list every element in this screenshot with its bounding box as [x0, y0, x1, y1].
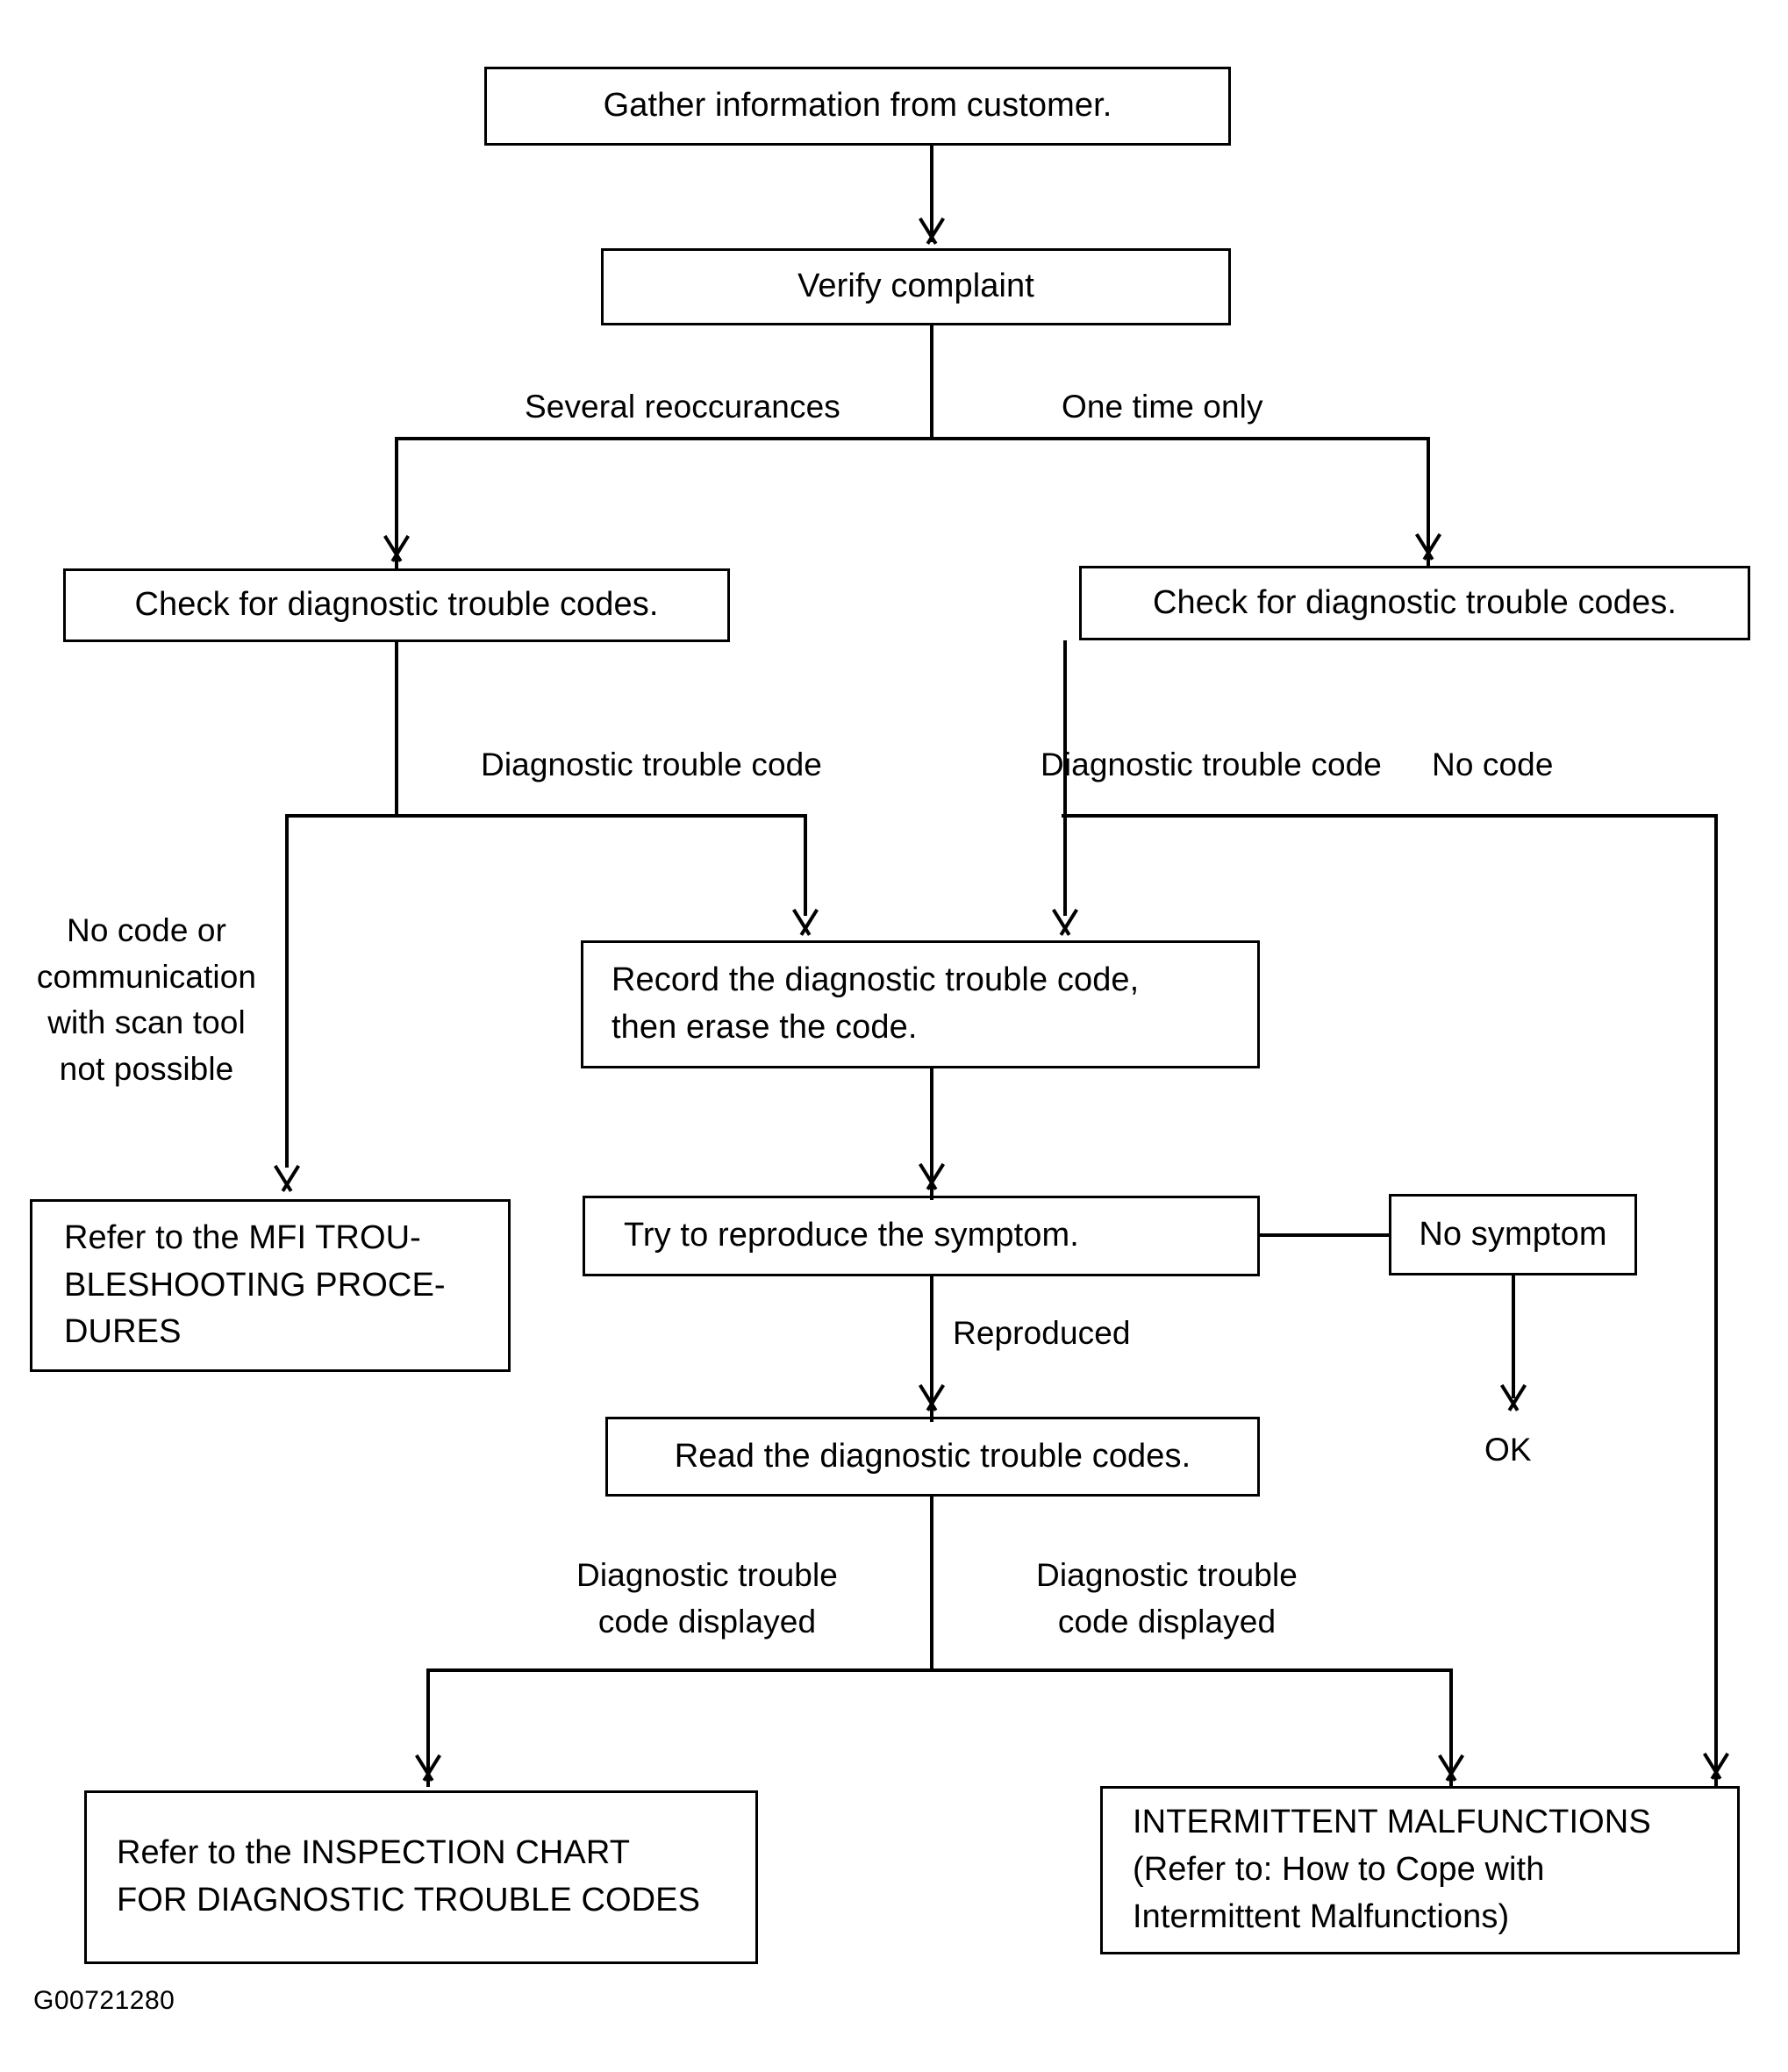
node-no-symptom-label: No symptom [1419, 1215, 1607, 1253]
node-mfi-troubleshooting: Refer to the MFI TROU- BLESHOOTING PROCE… [30, 1199, 511, 1372]
connector-bottom-bus [426, 1668, 1453, 1672]
connector-bottom-bus-left-leg [426, 1668, 430, 1787]
arrowhead-reproduce-to-read [917, 1386, 947, 1412]
edge-label-reproduced: Reproduced [953, 1315, 1131, 1351]
connector-reproduce-to-no-symptom [1260, 1233, 1391, 1237]
connector-second-bus [285, 814, 807, 818]
connector-check-right-down [1063, 640, 1067, 916]
edge-label-several-reoccurances: Several reoccurances [525, 389, 840, 425]
node-intermittent-malfunctions-label: INTERMITTENT MALFUNCTIONS (Refer to: How… [1133, 1804, 1651, 1935]
connector-second-bus-right-leg [804, 814, 807, 916]
connector-bus-left-leg [395, 437, 398, 568]
node-check-codes-left-label: Check for diagnostic trouble codes. [134, 586, 659, 624]
edge-label-no-code: No code [1432, 747, 1554, 782]
node-read-codes-label: Read the diagnostic trouble codes. [674, 1437, 1191, 1475]
node-check-codes-right-label: Check for diagnostic trouble codes. [1152, 583, 1677, 621]
figure-id-caption: G00721280 [33, 1986, 175, 2015]
connector-no-symptom-down [1512, 1275, 1515, 1398]
node-inspection-chart-label: Refer to the INSPECTION CHART FOR DIAGNO… [117, 1834, 701, 1918]
connector-check-left-down [395, 642, 398, 818]
connector-verify-down [930, 325, 933, 440]
node-verify-complaint: Verify complaint [601, 248, 1231, 325]
arrowhead-to-mfi [272, 1167, 302, 1193]
node-gather-information-label: Gather information from customer. [603, 87, 1112, 125]
arrowhead-to-check-codes-right [1413, 535, 1443, 561]
arrowhead-to-inspection-chart [413, 1756, 443, 1783]
arrowhead-no-code-to-intermittent [1701, 1754, 1731, 1781]
edge-label-no-code-or-communication: No code or communication with scan tool … [36, 912, 257, 1087]
edge-label-ok: OK [1484, 1432, 1532, 1468]
connector-read-down [930, 1497, 933, 1672]
arrowhead-right-to-record [1050, 911, 1080, 937]
connector-gather-to-verify [930, 146, 933, 242]
connector-bus-right-leg [1427, 437, 1430, 566]
node-gather-information: Gather information from customer. [484, 67, 1231, 146]
edge-label-one-time-only: One time only [1062, 389, 1263, 425]
node-check-codes-right: Check for diagnostic trouble codes. [1079, 566, 1750, 640]
node-intermittent-malfunctions: INTERMITTENT MALFUNCTIONS (Refer to: How… [1100, 1786, 1740, 1954]
arrowhead-gather-to-verify [917, 219, 947, 246]
connector-second-bus-left-leg [285, 814, 289, 1168]
edge-label-dtc-left: Diagnostic trouble code [481, 747, 822, 782]
node-no-symptom: No symptom [1389, 1194, 1637, 1275]
node-mfi-troubleshooting-label: Refer to the MFI TROU- BLESHOOTING PROCE… [64, 1218, 446, 1351]
connector-bottom-bus-right-leg [1449, 1668, 1453, 1787]
arrowhead-record-to-reproduce [917, 1165, 947, 1191]
connector-record-to-reproduce [930, 1068, 933, 1200]
arrowhead-left-to-record [790, 911, 820, 937]
arrowhead-to-check-codes-left [382, 537, 411, 563]
node-inspection-chart: Refer to the INSPECTION CHART FOR DIAGNO… [84, 1790, 758, 1964]
node-read-codes: Read the diagnostic trouble codes. [605, 1417, 1260, 1497]
connector-split-bus-top [395, 437, 1430, 440]
connector-no-code-top [1062, 814, 1718, 818]
node-record-erase-code: Record the diagnostic trouble code, then… [581, 940, 1260, 1068]
edge-label-dtc-displayed-left: Diagnostic trouble code displayed [576, 1557, 838, 1640]
connector-reproduce-to-read [930, 1276, 933, 1422]
node-try-reproduce-symptom-label: Try to reproduce the symptom. [624, 1217, 1079, 1254]
arrowhead-no-symptom-to-ok [1498, 1386, 1528, 1412]
edge-label-dtc-displayed-right: Diagnostic trouble code displayed [1036, 1557, 1298, 1640]
node-record-erase-code-label: Record the diagnostic trouble code, then… [611, 961, 1140, 1046]
edge-label-dtc-right: Diagnostic trouble code [1041, 747, 1382, 782]
node-check-codes-left: Check for diagnostic trouble codes. [63, 568, 730, 642]
connector-no-code-down [1714, 814, 1718, 1788]
node-verify-complaint-label: Verify complaint [797, 268, 1034, 305]
arrowhead-to-intermittent [1436, 1756, 1466, 1783]
node-try-reproduce-symptom: Try to reproduce the symptom. [583, 1196, 1260, 1276]
